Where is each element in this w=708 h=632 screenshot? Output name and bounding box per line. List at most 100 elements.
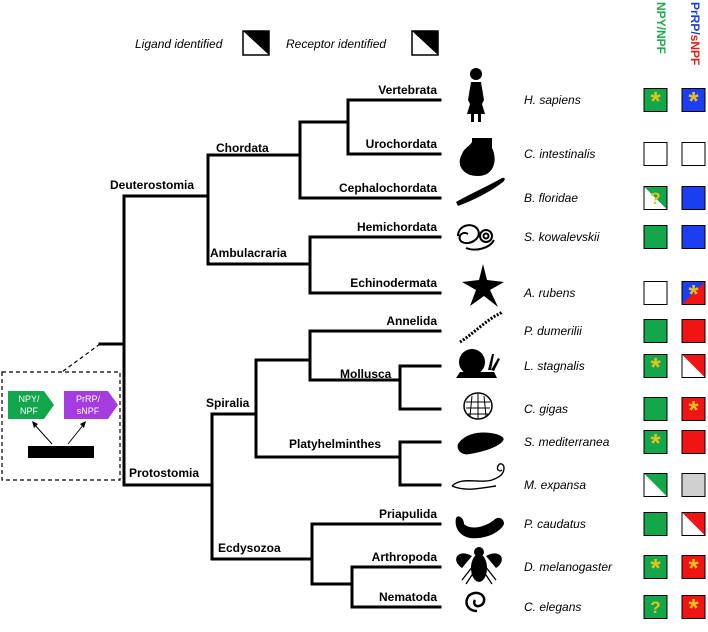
- prrp-column-header: PrRP/sNPF: [688, 2, 702, 65]
- species-name: H. sapiens: [524, 93, 581, 107]
- inset-prrp-label-2: sNPF: [77, 406, 100, 416]
- planarian-silhouette: [457, 432, 504, 455]
- inset-npy-arrow: [8, 391, 54, 419]
- taxon-row: Annelida P. dumerilii: [386, 314, 706, 343]
- prrp-status-box: [681, 512, 706, 536]
- inset-prrp-label-1: PrRP/: [76, 394, 101, 404]
- mollusca-label: Mollusca: [340, 367, 392, 381]
- prrp-status-box: *: [681, 279, 706, 309]
- species-name: S. mediterranea: [524, 435, 610, 449]
- nematode-silhouette: [465, 591, 486, 613]
- taxon-row: Vertebrata H. sapiens * *: [378, 83, 706, 116]
- prrp-status-box: [681, 354, 706, 378]
- clade-label: Echinodermata: [350, 276, 437, 290]
- species-name: B. floridae: [524, 191, 578, 205]
- asterisk-mark: *: [688, 279, 699, 309]
- npy-header-part2: NPF: [654, 30, 668, 54]
- prrp-status-box: [681, 186, 706, 210]
- spiralia-label: Spiralia: [206, 396, 250, 410]
- taxon-row: Urochordata C. intestinalis: [366, 137, 706, 166]
- inset-prrp-arrow: [64, 391, 118, 419]
- inset-npy-label-1: NPY/: [18, 394, 40, 404]
- taxon-row: Arthropoda D. melanogaster * *: [372, 550, 706, 583]
- asterisk-mark: *: [688, 553, 699, 583]
- inset-npy-label-2: NPF: [20, 406, 39, 416]
- prrp-status-box: *: [681, 86, 706, 116]
- npy-status-box: *: [643, 428, 668, 458]
- asterisk-mark: *: [650, 553, 661, 583]
- prrp-status-box: *: [681, 395, 706, 425]
- npy-status-box: [643, 512, 668, 536]
- taxon-row: Hemichordata S. kowalevskii: [357, 220, 706, 249]
- tree-branches: [98, 98, 442, 609]
- npy-status-box: *: [643, 86, 668, 116]
- question-mark: ?: [650, 189, 660, 208]
- species-name: P. caudatus: [524, 517, 586, 531]
- species-name: P. dumerilii: [524, 324, 582, 338]
- taxon-row: Nematoda C. elegans? *: [379, 590, 706, 623]
- npy-status-box: ?: [643, 595, 668, 619]
- human-silhouette: [467, 68, 485, 122]
- protostomia-label: Protostomia: [129, 466, 199, 480]
- species-name: M. expansa: [524, 478, 586, 492]
- npy-column-header: NPY/NPF: [654, 2, 668, 54]
- species-name: S. kowalevskii: [524, 230, 600, 244]
- npy-status-box: *: [643, 352, 668, 382]
- species-name: C. gigas: [524, 402, 568, 416]
- clade-label: Hemichordata: [357, 220, 437, 234]
- clade-label: Arthropoda: [372, 550, 438, 564]
- prrp-header-part1: PrRP/: [688, 2, 702, 35]
- clade-label: Nematoda: [379, 590, 437, 604]
- clade-label: Urochordata: [366, 137, 438, 151]
- taxon-row: M. expansa: [524, 473, 706, 497]
- species-name: A. rubens: [523, 286, 575, 300]
- taxon-row: Cephalochordata B. floridae?: [339, 181, 706, 210]
- prrp-header-part2: sNPF: [688, 35, 702, 66]
- fly-silhouette: [456, 547, 502, 585]
- species-name: D. melanogaster: [524, 560, 613, 574]
- species-name: C. elegans: [524, 600, 581, 614]
- prrp-status-box: *: [681, 593, 706, 623]
- question-mark: ?: [650, 598, 660, 617]
- taxon-row: L. stagnalis *: [524, 352, 706, 382]
- chordata-label: Chordata: [216, 141, 269, 155]
- ragworm-silhouette: [459, 310, 504, 344]
- asterisk-mark: *: [650, 86, 661, 116]
- acorn-worm-silhouette: [457, 224, 495, 251]
- receptor-legend-swatch: [411, 30, 439, 56]
- npy-status-box: [643, 281, 668, 305]
- clade-label: Vertebrata: [378, 83, 437, 97]
- taxon-row: Priapulida P. caudatus: [379, 507, 706, 536]
- prrp-status-box: [681, 225, 706, 249]
- npy-header-part1: NPY/: [654, 2, 668, 31]
- clade-label: Cephalochordata: [339, 181, 437, 195]
- amphioxus-silhouette: [456, 177, 505, 206]
- receptor-legend-label: Receptor identified: [286, 37, 386, 51]
- clade-label: Priapulida: [379, 507, 437, 521]
- ligand-legend-label: Ligand identified: [135, 37, 223, 51]
- taxon-row: C. gigas *: [524, 395, 706, 425]
- asterisk-mark: *: [688, 593, 699, 623]
- npy-status-box: [643, 319, 668, 343]
- asterisk-mark: *: [650, 428, 661, 458]
- starfish-silhouette: [462, 264, 504, 307]
- clade-label: Annelida: [386, 314, 437, 328]
- npy-status-box: [643, 397, 668, 421]
- ligand-legend-swatch: [242, 30, 270, 56]
- tapeworm-silhouette: [451, 463, 505, 490]
- npy-status-box: [643, 142, 668, 166]
- species-name: L. stagnalis: [524, 359, 585, 373]
- platyhelminthes-label: Platyhelminthes: [289, 437, 381, 451]
- priapulid-silhouette: [455, 516, 504, 539]
- ambulacraria-label: Ambulacraria: [210, 246, 287, 260]
- prrp-status-box: [681, 142, 706, 166]
- npy-status-box: ?: [643, 186, 668, 210]
- prrp-status-box: [681, 319, 706, 343]
- species-name: C. intestinalis: [524, 147, 595, 161]
- asterisk-mark: *: [688, 86, 699, 116]
- legend: Ligand identified Receptor identified: [135, 30, 439, 56]
- silhouettes: [451, 68, 505, 613]
- prrp-status-box: [681, 430, 706, 454]
- prrp-status-box: *: [681, 553, 706, 583]
